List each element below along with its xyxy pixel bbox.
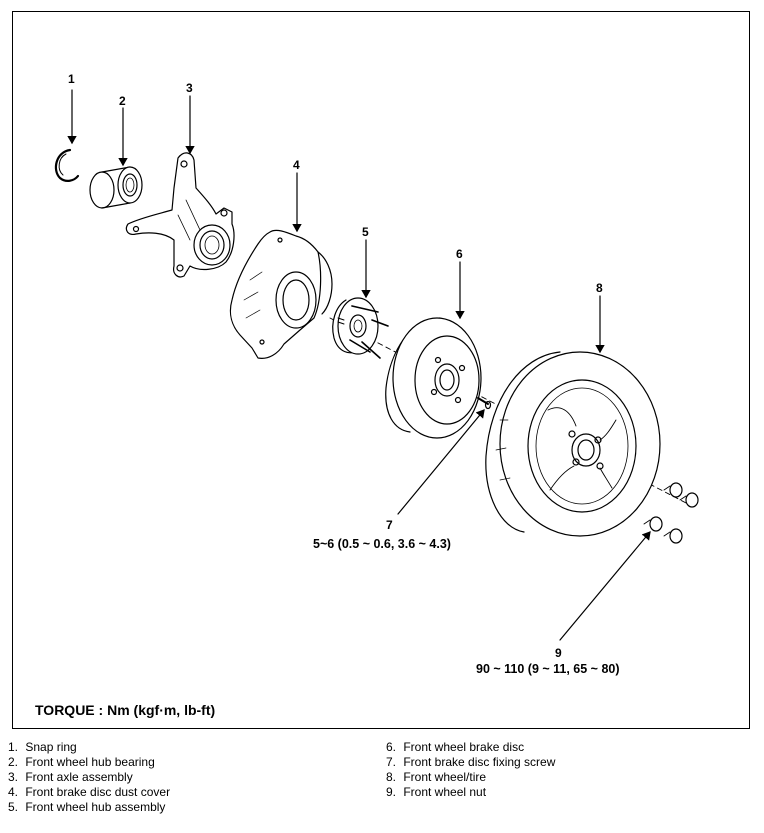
legend-item: 9. Front wheel nut [386,785,555,800]
dust-cover-part [229,229,333,359]
legend-left: 1. Snap ring 2. Front wheel hub bearing … [8,740,170,815]
legend-num: 7. [386,755,397,769]
legend-num: 6. [386,740,397,754]
legend-label: Snap ring [25,740,77,754]
legend-num: 5. [8,800,19,814]
callout-8: 8 [596,281,603,295]
legend-item: 2. Front wheel hub bearing [8,755,170,770]
legend-num: 1. [8,740,19,754]
legend-num: 2. [8,755,19,769]
leader-9 [559,531,651,641]
callout-9: 9 [555,646,562,660]
wheel-tire-part [485,351,661,537]
legend-label: Front brake disc dust cover [25,785,171,799]
callout-3: 3 [186,81,193,95]
wheel-nut-part [643,482,699,544]
legend-label: Front axle assembly [25,770,133,784]
legend-item: 3. Front axle assembly [8,770,170,785]
callout-5: 5 [362,225,369,239]
legend-num: 8. [386,770,397,784]
legend-right: 6. Front wheel brake disc 7. Front brake… [386,740,555,800]
legend-label: Front wheel/tire [403,770,487,784]
torque-spec-7: 5~6 (0.5 ~ 0.6, 3.6 ~ 4.3) [313,537,451,551]
legend-num: 3. [8,770,19,784]
brake-disc-part [385,317,482,439]
legend-label: Front wheel hub bearing [25,755,155,769]
legend-item: 1. Snap ring [8,740,170,755]
callout-2: 2 [119,94,126,108]
legend-item: 8. Front wheel/tire [386,770,555,785]
legend-label: Front wheel brake disc [403,740,525,754]
torque-units-title: TORQUE : Nm (kgf·m, lb-ft) [35,702,216,718]
diagram-frame [12,11,750,729]
snap-ring-part [54,148,80,182]
legend-num: 9. [386,785,397,799]
fixing-screw-part [477,397,492,410]
callout-1: 1 [68,72,75,86]
legend-label: Front wheel hub assembly [25,800,166,814]
leader-7 [397,409,485,515]
legend-num: 4. [8,785,19,799]
callout-4: 4 [293,158,300,172]
axle-assembly-part [125,152,235,278]
legend-label: Front wheel nut [403,785,487,799]
hub-assembly-part [332,297,389,359]
callout-6: 6 [456,247,463,261]
legend-label: Front brake disc fixing screw [403,755,556,769]
callout-7: 7 [386,518,393,532]
legend-item: 5. Front wheel hub assembly [8,800,170,815]
torque-spec-9: 90 ~ 110 (9 ~ 11, 65 ~ 80) [476,662,620,676]
legend-item: 7. Front brake disc fixing screw [386,755,555,770]
legend-item: 4. Front brake disc dust cover [8,785,170,800]
legend-item: 6. Front wheel brake disc [386,740,555,755]
hub-bearing-part [89,166,143,209]
